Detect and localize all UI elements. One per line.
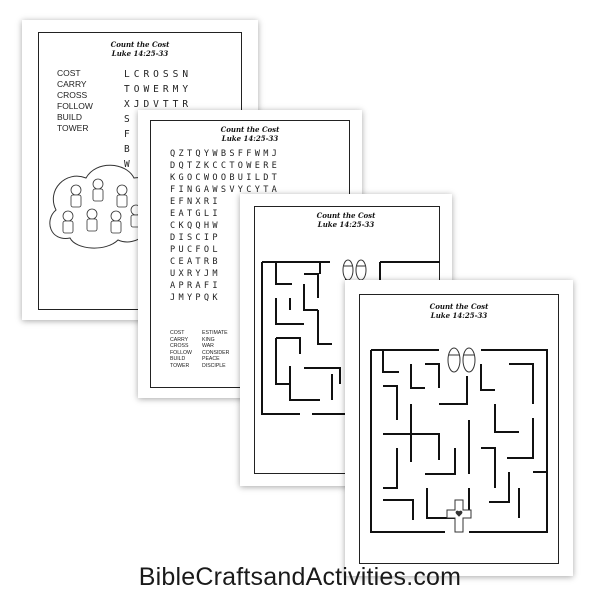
worksheet-reference: Luke 14:25-33	[430, 311, 488, 320]
grid-row: PUCFOL	[170, 245, 221, 255]
grid-row: EFNXRI	[170, 197, 221, 207]
cross-icon	[446, 499, 472, 533]
word-item: ESTIMATE	[202, 330, 228, 336]
word-item: TOWER	[57, 123, 89, 133]
grid-row: XJDVTTR	[124, 99, 193, 110]
grid-row: APRAFI	[170, 281, 221, 291]
grid-row: FINGAWSVYCYTA	[170, 185, 281, 195]
worksheet-reference: Luke 14:25-33	[221, 134, 279, 143]
word-item: DISCIPLE	[202, 362, 226, 369]
word-item: FOLLOW	[170, 349, 192, 356]
grid-row: TOWERMY	[124, 84, 193, 95]
grid-row: DISCIP	[170, 233, 221, 243]
word-item: COST	[57, 68, 81, 78]
word-list-column-1: COST CARRY CROSS FOLLOW BUILD TOWER	[170, 330, 192, 369]
grid-row: CEATRB	[170, 257, 221, 267]
word-item: CONSIDER	[202, 349, 230, 356]
maze-grid	[370, 349, 548, 533]
grid-row: W	[124, 159, 134, 170]
word-item: CROSS	[57, 90, 88, 100]
word-item: CARRY	[170, 336, 189, 343]
letter-grid: QZTQYWBSFFWMJ DQTZKCCTOWERE KGOCWOOBUILD…	[170, 148, 280, 304]
grid-row: UXRYJM	[170, 269, 221, 279]
word-item: BUILD	[170, 356, 186, 362]
grid-row: LCROSSN	[124, 69, 193, 80]
grid-row: JMYPQK	[170, 293, 221, 303]
word-list-column-2: ESTIMATE KING WAR CONSIDER PEACE DISCIPL…	[202, 330, 229, 369]
worksheet-title: Count the Cost	[429, 302, 489, 311]
word-item: CARRY	[57, 79, 87, 89]
grid-row: DQTZKCCTOWERE	[170, 161, 281, 171]
grid-row: EATGLI	[170, 209, 221, 219]
worksheet-title: Count the Cost	[110, 40, 170, 49]
sandals-icon	[342, 259, 367, 281]
letter-grid: LCROSSN TOWERMY XJDVTTR S F B W	[124, 67, 192, 172]
children-group-icon	[49, 164, 154, 249]
worksheet-page-4: Count the Cost Luke 14:25-33	[345, 280, 573, 576]
word-list: COST CARRY CROSS FOLLOW BUILD TOWER	[57, 68, 93, 134]
word-item: WAR	[202, 343, 214, 349]
worksheet-reference: Luke 14:25-33	[111, 49, 169, 58]
grid-row: KGOCWOOBUILDT	[170, 173, 281, 183]
site-url: BibleCraftsandActivities.com	[138, 563, 462, 591]
grid-row: CKQQHW	[170, 221, 221, 231]
grid-row: B	[124, 144, 134, 155]
grid-row: QZTQYWBSFFWMJ	[170, 149, 281, 159]
grid-row: F	[124, 129, 134, 140]
grid-row: S	[124, 114, 134, 125]
word-item: COST	[170, 330, 185, 336]
word-item: CROSS	[170, 343, 189, 349]
word-item: KING	[202, 336, 215, 343]
word-item: PEACE	[202, 356, 220, 362]
worksheet-title: Count the Cost	[316, 211, 376, 220]
sandals-icon	[447, 347, 476, 373]
word-item: BUILD	[57, 112, 83, 122]
worksheet-reference: Luke 14:25-33	[317, 220, 375, 229]
word-item: TOWER	[170, 362, 190, 369]
worksheet-title: Count the Cost	[220, 125, 280, 134]
word-item: FOLLOW	[57, 101, 93, 111]
page-border	[359, 294, 559, 564]
